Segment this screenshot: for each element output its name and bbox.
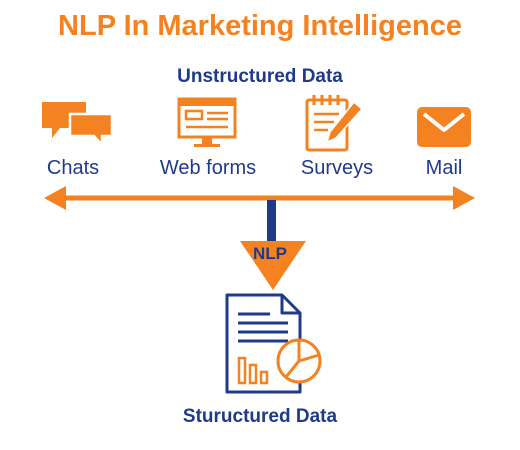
source-label-surveys: Surveys [300,157,374,179]
nlp-label: NLP [253,244,287,263]
structured-data-heading: Stuructured Data [182,406,338,427]
source-label-chats: Chats [46,157,100,179]
nlp-funnel [240,241,306,290]
survey-notepad-icon [305,95,364,152]
source-label-web-forms: Web forms [159,157,257,179]
unstructured-data-heading: Unstructured Data [177,66,343,87]
mail-envelope-icon [417,107,471,147]
bidirectional-arrow [44,186,475,210]
source-label-mail: Mail [425,157,463,179]
connector-bar [267,200,276,242]
chat-bubbles-icon [42,102,114,146]
web-form-monitor-icon [177,97,237,147]
structured-document-icon [225,293,322,394]
diagram-title: NLP In Marketing Intelligence [58,10,462,42]
